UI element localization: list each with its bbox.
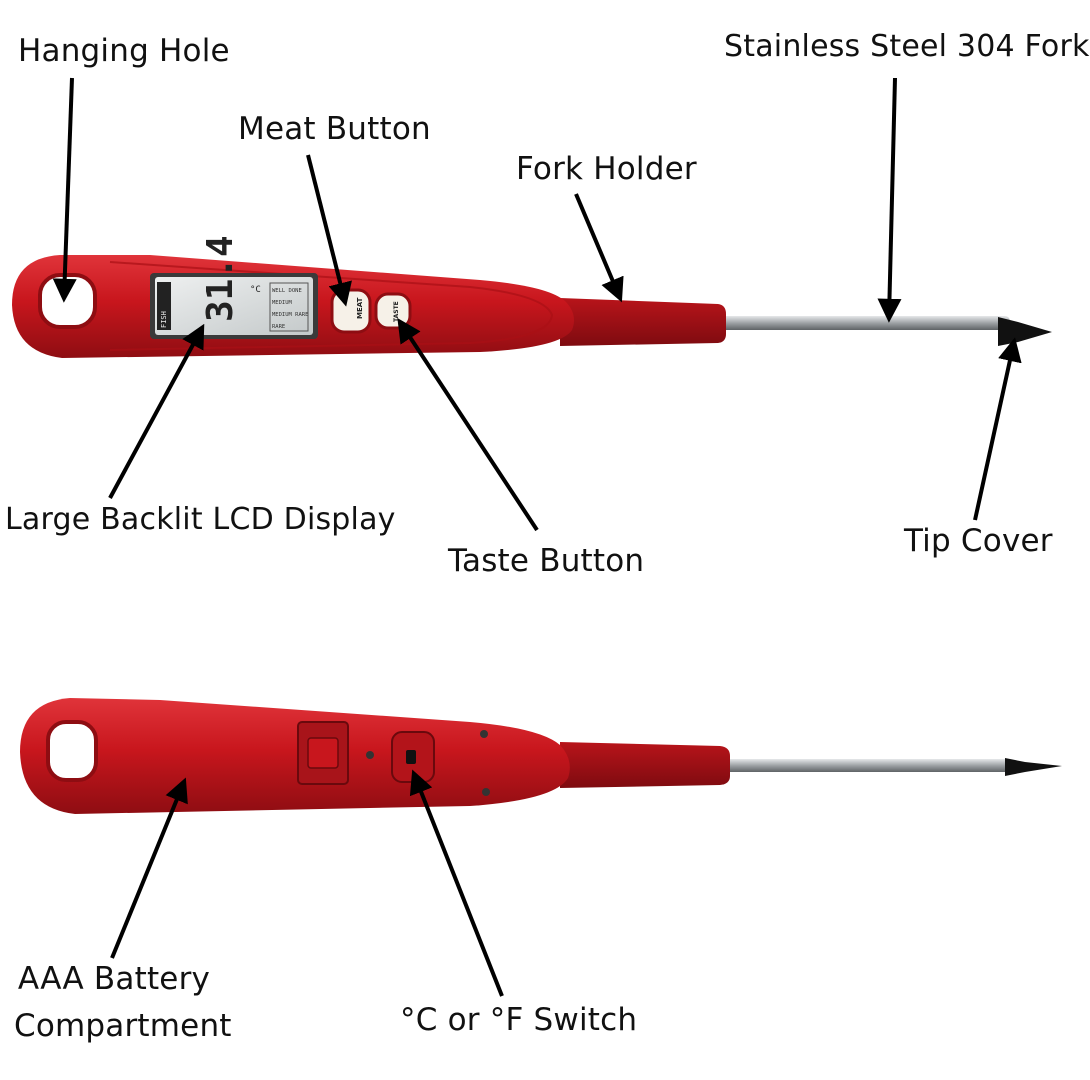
hanging-hole (38, 273, 97, 329)
label-lcd-display: Large Backlit LCD Display (5, 502, 396, 537)
meat-button[interactable]: MEAT (330, 288, 372, 334)
meat-button-text: MEAT (356, 297, 364, 319)
back-hanging-hole (46, 720, 98, 782)
lcd-mode: FISH (160, 311, 168, 328)
lcd-doneness-list: WELL DONE MEDIUM MEDIUM RARE RARE (269, 282, 309, 332)
tip-cover (998, 317, 1052, 346)
arrow-battery (110, 777, 188, 959)
label-hanging-hole: Hanging Hole (18, 33, 230, 69)
callout-arrows (52, 77, 1022, 997)
lcd-doneness-item: MEDIUM (272, 300, 293, 306)
back-fork-shaft (722, 759, 1012, 772)
taste-button[interactable]: TASTE (374, 292, 412, 330)
arrow-fork-holder (574, 193, 624, 303)
back-thermometer (20, 698, 1062, 814)
arrow-unit-switch (409, 769, 504, 997)
arrow-meat-button (306, 154, 352, 307)
arrow-lcd-display (108, 323, 205, 499)
back-tip-cover (1005, 758, 1062, 776)
lcd-doneness-item: WELL DONE (272, 288, 302, 294)
battery-compartment[interactable] (297, 721, 374, 785)
label-stainless-fork: Stainless Steel 304 Fork (724, 29, 1090, 64)
lcd-display: FISH 31.4 °C WELL DONE MEDIUM MEDIUM RAR… (150, 235, 318, 339)
fork-holder (560, 298, 726, 346)
back-handle-body (20, 698, 570, 814)
arrow-hanging-hole (52, 77, 77, 303)
back-fork-holder (560, 742, 730, 788)
lcd-doneness-item: MEDIUM RARE (272, 312, 308, 318)
arrow-stainless-fork (877, 77, 902, 323)
arrow-tip-cover (973, 337, 1022, 521)
front-thermometer: FISH 31.4 °C WELL DONE MEDIUM MEDIUM RAR… (12, 235, 1052, 358)
label-fork-holder: Fork Holder (516, 151, 697, 187)
label-tip-cover: Tip Cover (904, 523, 1053, 559)
arrow-taste-button (397, 317, 539, 532)
label-unit-switch: °C or °F Switch (400, 1002, 638, 1038)
label-battery-line2: Compartment (14, 1008, 232, 1044)
stainless-fork-shaft (720, 316, 1010, 330)
lcd-unit: °C (250, 285, 261, 295)
taste-button-text: TASTE (393, 301, 400, 322)
label-meat-button: Meat Button (238, 111, 431, 147)
lcd-doneness-item: RARE (272, 324, 285, 330)
lcd-reading: 31.4 (200, 235, 241, 322)
label-taste-button: Taste Button (448, 543, 645, 579)
label-battery-line1: AAA Battery (17, 961, 211, 997)
